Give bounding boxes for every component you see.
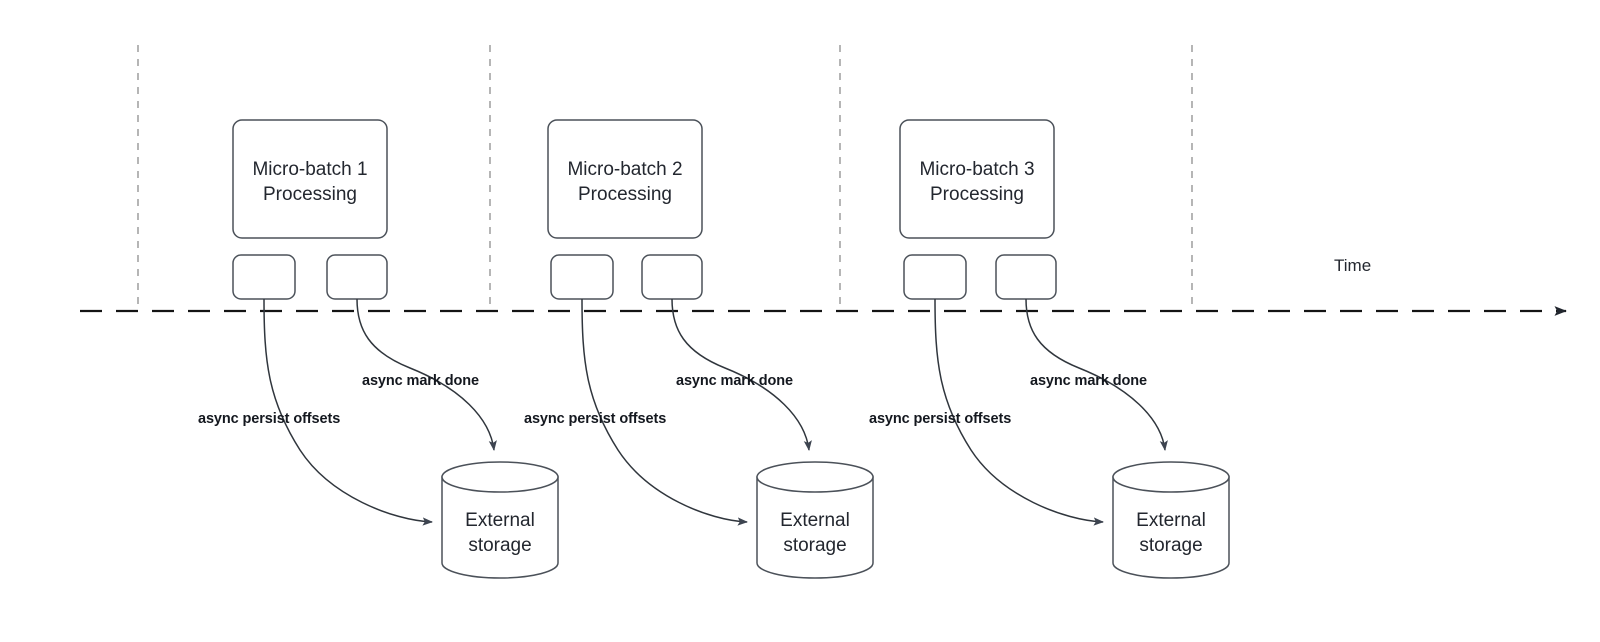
task-box-3a[interactable] [903,254,967,300]
micro-batch-3-box[interactable] [899,119,1055,239]
edge-label-mark-done-3: async mark done [1030,373,1147,389]
group-3-shapes [899,119,1230,579]
edge-mark-done-1 [356,298,497,451]
time-axis-label: Time [1334,256,1372,275]
task-box-3b[interactable] [995,254,1057,300]
edge-persist-offsets-2 [581,298,748,526]
edge-label-persist-offsets-3: async persist offsets [869,411,1012,427]
external-storage-1-cylinder[interactable] [441,461,559,579]
edge-persist-offsets-1 [263,298,433,526]
group-1-shapes [232,119,559,579]
timeline-dividers [137,45,1193,311]
external-storage-2-cylinder[interactable] [756,461,874,579]
micro-batch-1-box[interactable] [232,119,388,239]
micro-batch-2-box[interactable] [547,119,703,239]
edge-label-persist-offsets-1: async persist offsets [198,411,341,427]
task-box-1b[interactable] [326,254,388,300]
group-2-shapes [547,119,874,579]
edge-label-persist-offsets-2: async persist offsets [524,411,667,427]
task-box-2a[interactable] [550,254,614,300]
task-box-2b[interactable] [641,254,703,300]
task-box-1a[interactable] [232,254,296,300]
edge-persist-offsets-3 [934,298,1104,526]
edge-mark-done-2 [671,298,812,451]
edge-label-mark-done-1: async mark done [362,373,479,389]
edge-label-mark-done-2: async mark done [676,373,793,389]
edge-mark-done-3 [1025,298,1168,451]
external-storage-3-cylinder[interactable] [1112,461,1230,579]
